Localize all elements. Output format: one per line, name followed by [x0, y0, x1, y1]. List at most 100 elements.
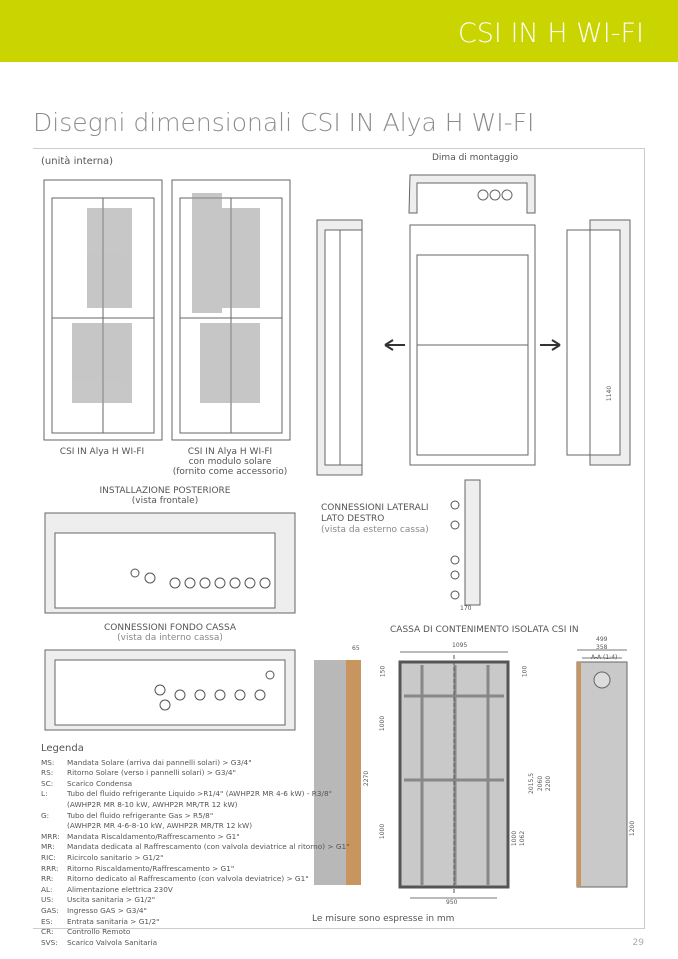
- legend-value: Scarico Condensa: [67, 778, 133, 788]
- legend-item: SVS: Scarico Valvola Sanitaria: [41, 938, 350, 949]
- legend-item: (AWHP2R MR 8-10 kW, AWHP2R MR/TR 12 kW): [41, 800, 350, 811]
- legend-key: [41, 821, 67, 832]
- dim-1140-side: 1140: [606, 385, 614, 402]
- bottom-connections-drawing: [44, 649, 296, 731]
- dim-499: 499: [596, 636, 608, 643]
- legend-value: Ritorno Riscaldamento/Raffrescamento > G…: [67, 863, 235, 873]
- unit2-caption-sub2: (fornito come accessorio): [172, 467, 288, 477]
- unit2-caption-sub: con modulo solare: [188, 457, 272, 467]
- page-title: Disegni dimensionali CSI IN Alya H WI-FI: [33, 108, 535, 137]
- header-bar: CSI IN H WI-FI: [0, 0, 678, 62]
- legend-key: L:: [41, 789, 48, 799]
- legend-key: GAS:: [41, 905, 59, 915]
- fondo-sub: (vista da interno cassa): [117, 633, 223, 643]
- dima-label: Dima di montaggio: [432, 153, 519, 163]
- legend-key: CR:: [41, 927, 54, 937]
- legend-value: Tubo del fluido refrigerante Liquido >R1…: [67, 789, 332, 799]
- dim-950: 950: [446, 899, 458, 906]
- unit-drawings: [43, 179, 291, 441]
- unit-label: (unità interna): [41, 156, 114, 167]
- drawings-frame: [33, 148, 645, 929]
- legend-key: MRR:: [41, 831, 60, 841]
- dim-1095: 1095: [452, 642, 468, 649]
- fondo-label: CONNESSIONI FONDO CASSA: [104, 623, 236, 633]
- legend-item: RRR: Ritorno Riscaldamento/Raffrescamento…: [41, 864, 350, 875]
- legend-item: AL: Alimentazione elettrica 230V: [41, 885, 350, 896]
- legend-key: MR:: [41, 842, 55, 852]
- legend-value: Mandata Solare (arriva dai pannelli sola…: [67, 757, 252, 767]
- lateral-label: CONNESSIONI LATERALI: [321, 503, 429, 513]
- legend-item: CR: Controllo Remoto: [41, 927, 350, 938]
- legend-title: Legenda: [41, 743, 84, 754]
- legend-value: Ritorno dedicato al Raffrescamento (con …: [67, 874, 309, 884]
- legend-item: MR: Mandata dedicata al Raffrescamento (c…: [41, 842, 350, 853]
- dim-358: 358: [596, 644, 608, 651]
- legend-value: Ricircolo sanitario > G1/2": [67, 852, 164, 862]
- insulated-box-drawing: [314, 649, 628, 899]
- legend-key: [41, 800, 67, 811]
- lateral-sub: (vista da esterno cassa): [321, 525, 429, 535]
- legend-key: G:: [41, 810, 50, 820]
- legend-item: (AWHP2R MR 4-6-8-10 kW, AWHP2R MR/TR 12 …: [41, 821, 350, 832]
- rear-installation-drawing: [44, 512, 296, 614]
- cassa-label: CASSA DI CONTENIMENTO ISOLATA CSI IN: [390, 625, 579, 635]
- legend-value: Mandata dedicata al Raffrescamento (con …: [67, 842, 350, 852]
- product-name: CSI IN H WI-FI: [457, 18, 644, 49]
- legend-value: (AWHP2R MR 8-10 kW, AWHP2R MR/TR 12 kW): [67, 799, 238, 809]
- section-aa: A-A (1:4): [591, 654, 618, 661]
- dim-1062: 1062: [519, 830, 527, 847]
- dim-1000-right: 1000: [511, 830, 519, 847]
- dim-2270: 2270: [363, 770, 371, 787]
- units-note: Le misure sono espresse in mm: [312, 914, 455, 924]
- legend-key: US:: [41, 895, 54, 905]
- legend: Legenda MS: Mandata Solare (arriva dai pa…: [41, 743, 350, 949]
- legend-value: Uscita sanitaria > G1/2": [67, 895, 156, 905]
- legend-value: Ingresso GAS > G3/4": [67, 905, 147, 915]
- dim-2200: 2200: [545, 775, 553, 792]
- legend-item: US: Uscita sanitaria > G1/2": [41, 895, 350, 906]
- legend-value: Mandata Riscaldamento/Raffrescamento > G…: [67, 831, 240, 841]
- legend-value: Tubo del fluido refrigerante Gas > R5/8": [67, 810, 214, 820]
- legend-item: GAS: Ingresso GAS > G3/4": [41, 906, 350, 917]
- dim-100: 100: [521, 665, 529, 678]
- legend-key: RIC:: [41, 852, 56, 862]
- legend-key: AL:: [41, 884, 53, 894]
- legend-value: Controllo Remoto: [67, 927, 131, 937]
- dimension-views: [316, 174, 631, 476]
- dim-170: 170: [460, 605, 472, 612]
- legend-value: Alimentazione elettrica 230V: [67, 884, 173, 894]
- legend-key: MS:: [41, 757, 55, 767]
- legend-value: (AWHP2R MR 4-6-8-10 kW, AWHP2R MR/TR 12 …: [67, 821, 253, 831]
- dim-1000-top: 1000: [379, 715, 387, 732]
- legend-value: Scarico Valvola Sanitaria: [67, 937, 158, 947]
- dim-65: 65: [352, 645, 360, 652]
- legend-item: L: Tubo del fluido refrigerante Liquido >…: [41, 789, 350, 800]
- legend-item: ES:Entrata sanitaria > G1/2": [41, 917, 350, 928]
- post-label: INSTALLAZIONE POSTERIORE: [99, 486, 231, 496]
- legend-key: ES:: [41, 916, 53, 926]
- legend-key: SC:: [41, 778, 54, 788]
- dim-1000-bottom: 1000: [379, 823, 387, 840]
- legend-key: SVS:: [41, 937, 58, 947]
- legend-key: RRR:: [41, 863, 59, 873]
- unit2-caption: CSI IN Alya H WI-FI: [187, 447, 273, 457]
- legend-item: G: Tubo del fluido refrigerante Gas > R5/…: [41, 811, 350, 822]
- dim-150: 150: [379, 665, 387, 678]
- lateral-label-2: LATO DESTRO: [321, 514, 385, 524]
- unit1-caption: CSI IN Alya H WI-FI: [59, 447, 145, 457]
- dim-1200: 1200: [629, 820, 637, 837]
- legend-item: RIC: Ricircolo sanitario > G1/2": [41, 853, 350, 864]
- legend-item: MS: Mandata Solare (arriva dai pannelli s…: [41, 758, 350, 769]
- legend-value: Ritorno Solare (verso i pannelli solari)…: [67, 768, 236, 778]
- post-sub: (vista frontale): [131, 496, 199, 506]
- legend-item: RS: Ritorno Solare (verso i pannelli sola…: [41, 768, 350, 779]
- page-number: 29: [632, 938, 644, 948]
- legend-key: RR:: [41, 874, 54, 884]
- dim-2060: 2060: [537, 775, 545, 792]
- legend-item: SC: Scarico Condensa: [41, 779, 350, 790]
- legend-item: RR: Ritorno dedicato al Raffrescamento (c…: [41, 874, 350, 885]
- legend-item: MRR: Mandata Riscaldamento/Raffrescamento…: [41, 832, 350, 843]
- dim-2015: 2015,5: [528, 772, 536, 794]
- legend-key: RS:: [41, 768, 54, 778]
- lateral-connections-drawing: [450, 479, 481, 606]
